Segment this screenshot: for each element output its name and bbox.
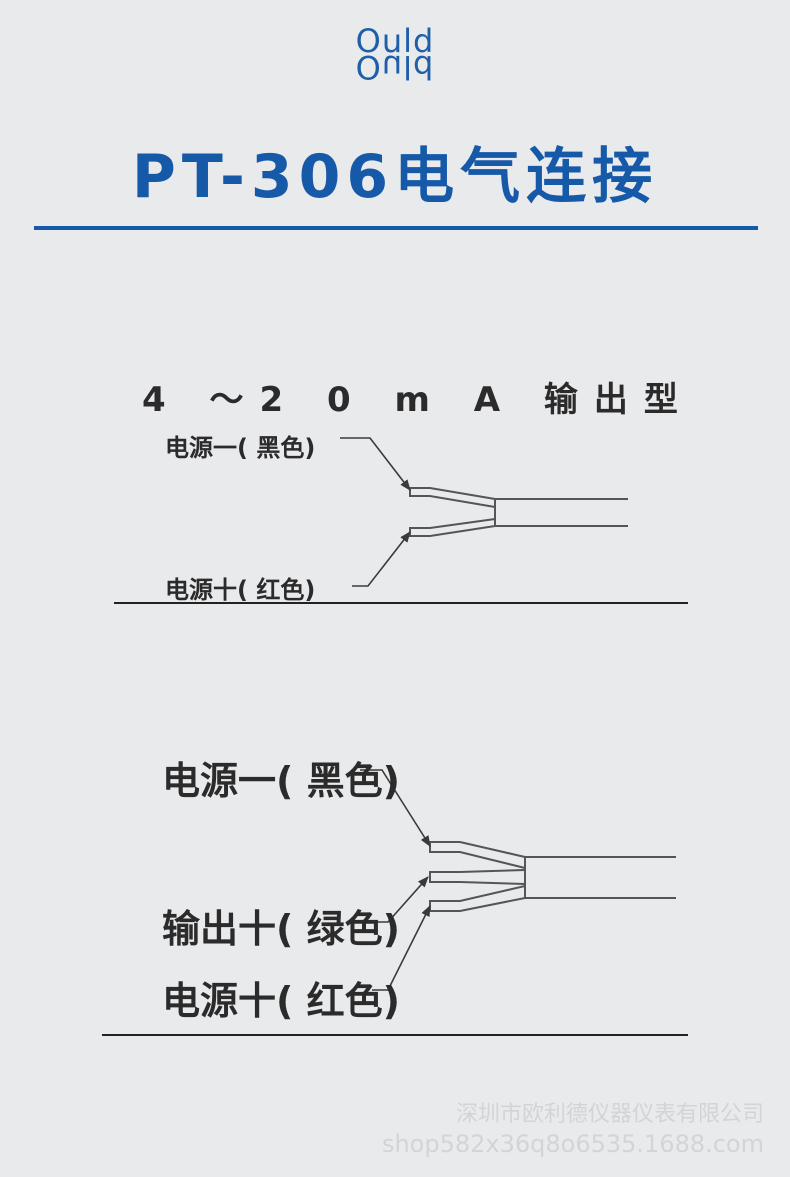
brand-logo: Ould Ould [0,22,790,86]
page-title: PT-306电气连接 [131,142,659,212]
diagram2-label-power-plus: 电源十( 红色) [162,979,400,1023]
diagram1-label-power-minus: 电源一( 黑色) [165,434,316,462]
diagram2-label-output-plus: 输出十( 绿色) [162,907,400,951]
diagram1-leaders [340,437,411,587]
diagram2-cable [429,841,676,912]
title-divider [34,226,758,230]
logo-text: Ould [355,22,435,60]
diagram1-title: 4 ～2 0 m A 输出型 [142,380,694,420]
diagram2-label-power-minus: 电源一( 黑色) [162,759,400,803]
diagram1-cable [409,487,628,537]
watermark-company: 深圳市欧利德仪器仪表有限公司 [455,1102,764,1127]
watermark-shop: shop582x36q8o6535.1688.com [381,1130,764,1158]
diagram2-leaders [360,769,431,991]
diagram1-label-power-plus: 电源十( 红色) [165,576,316,604]
